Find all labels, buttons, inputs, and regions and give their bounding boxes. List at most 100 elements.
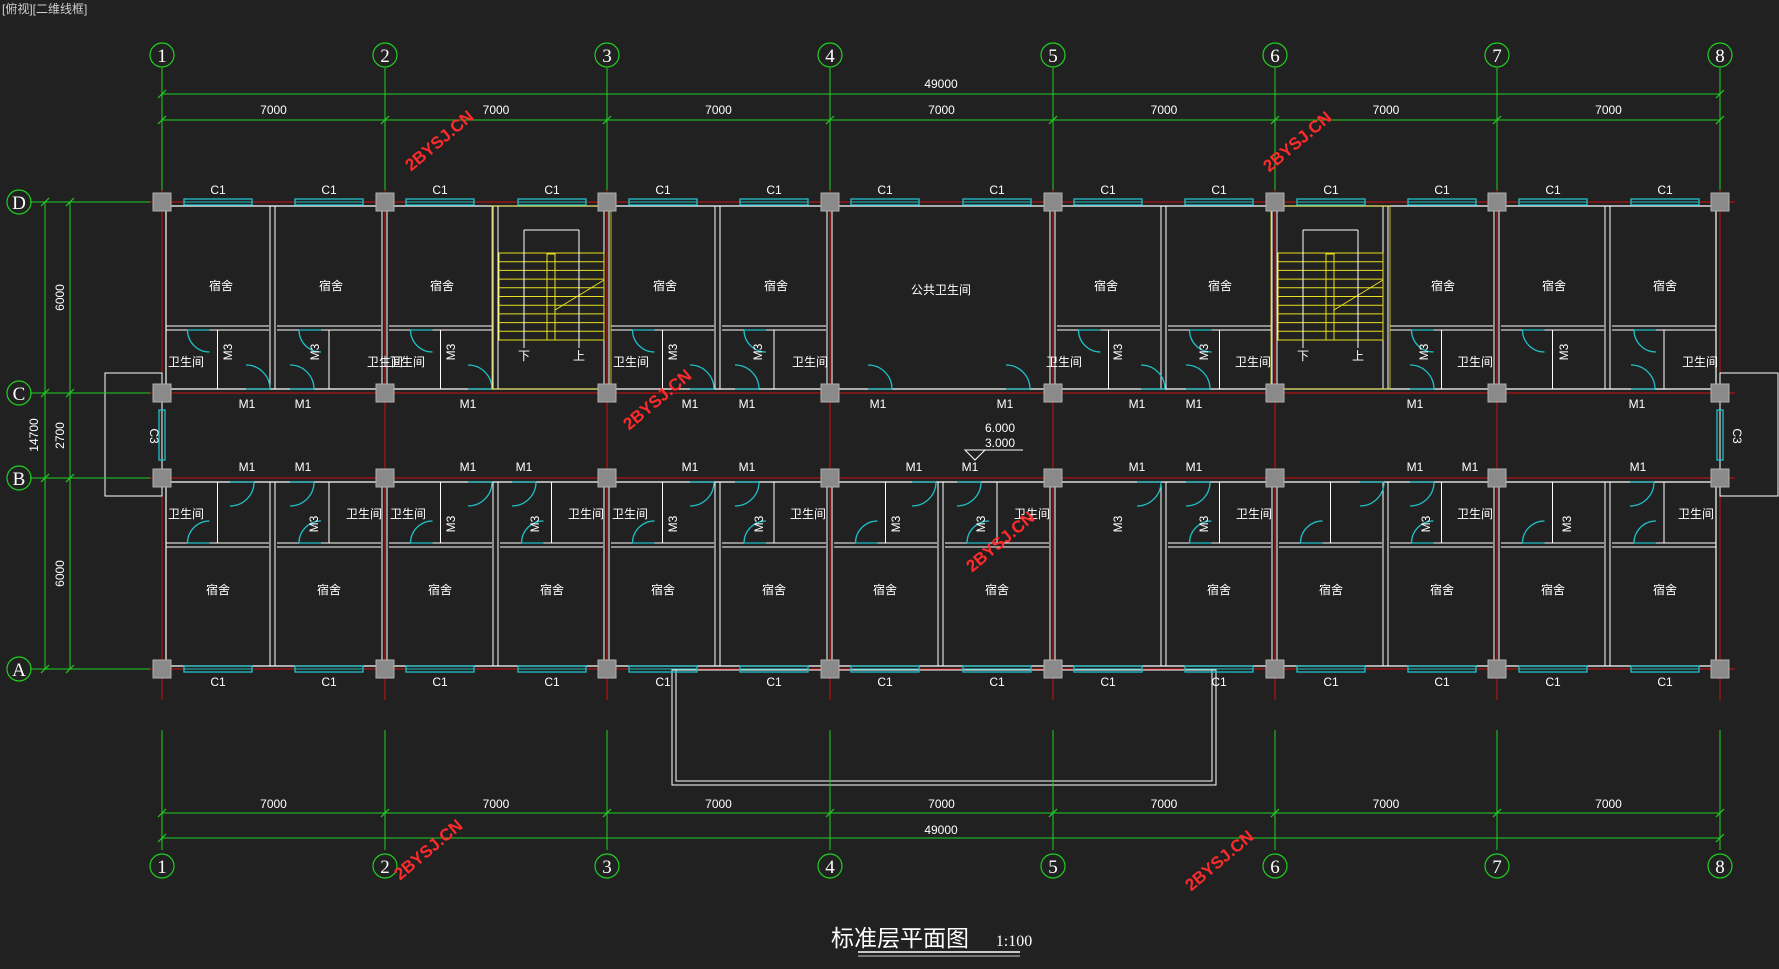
dimension-text: 7000 [1595,797,1622,811]
column [820,659,840,679]
door-m1-label: M1 [682,460,699,474]
door-m3-label: M3 [1197,343,1211,360]
door-m1 [1136,481,1162,507]
door-m1 [1409,481,1435,507]
axis-bubble [1707,853,1733,879]
column [1487,659,1507,679]
room-label-dorm: 宿舍 [1430,582,1454,597]
dimension-text-left: 6000 [53,284,67,311]
axis-label-4: 4 [825,857,835,878]
axis-bubble [817,42,843,68]
window-c1-label: C1 [877,183,893,197]
column [1710,192,1730,212]
axis-label-B: B [13,469,26,490]
entrance-canopy-inner [675,669,1213,782]
viewport-label[interactable]: [俯视][二维线框] [2,2,88,16]
door-m3-label: M3 [1111,515,1125,532]
door-m1-label: M1 [1186,397,1203,411]
room-label-dorm: 宿舍 [1541,582,1565,597]
door-m3 [1633,520,1657,544]
door-m3-label: M3 [308,343,322,360]
stair-well [1270,205,1391,390]
door-m1-label: M1 [460,397,477,411]
dimension-text: 7000 [483,797,510,811]
room-label-dorm: 宿舍 [206,582,230,597]
door-m1 [689,481,715,507]
room-label-dorm: 宿舍 [428,582,452,597]
dimension-text: 7000 [1373,103,1400,117]
column [375,192,395,212]
stair-well [491,205,612,390]
dimension-text-left: 2700 [53,422,67,449]
door-m3 [1521,329,1545,353]
door-m3 [409,329,433,353]
column [820,383,840,403]
column [1043,192,1063,212]
window-c1-label: C1 [432,675,448,689]
room-label-dorm: 宿舍 [1207,582,1231,597]
axis-bubble [594,42,620,68]
dimension-lines [6,42,1733,879]
door-m1-label: M1 [1186,460,1203,474]
room-label-toilet: 卫生间 [168,507,204,521]
door-m3-label: M3 [528,515,542,532]
dimension-text: 7000 [1151,797,1178,811]
door-m3 [298,520,322,544]
room-label-dorm: 宿舍 [1431,278,1455,293]
dimension-text: 7000 [260,103,287,117]
axis-bubble [1707,42,1733,68]
door-m1-label: M1 [997,397,1014,411]
column [597,383,617,403]
axis-label-6: 6 [1270,46,1280,67]
watermark: 2BYSJ.CN [402,107,478,175]
door-m1-label: M1 [1462,460,1479,474]
column [820,468,840,488]
door-m1 [734,364,760,390]
room-label-toilet: 卫生间 [612,507,648,521]
axis-bubble [1484,853,1510,879]
door-m3-label: M3 [307,515,321,532]
axis-label-4: 4 [825,46,835,67]
door-m3 [1299,520,1323,544]
room-label-dorm: 宿舍 [209,278,233,293]
axis-label-1: 1 [157,857,167,878]
title-scale: 1:100 [996,933,1032,950]
room-label-toilet: 卫生间 [1682,355,1718,369]
door-m1 [245,364,271,390]
window-c1-label: C1 [1434,675,1450,689]
axis-label-A: A [12,660,26,681]
axis-label-3: 3 [602,46,612,67]
door-m1-label: M1 [739,397,756,411]
room-label-dorm: 宿舍 [764,278,788,293]
door-m1 [1005,364,1031,390]
column [1710,383,1730,403]
door-m3 [631,329,655,353]
dimension-text: 7000 [928,797,955,811]
window-c3-west [158,409,166,461]
dimension-text: 7000 [483,103,510,117]
dim-tick [65,664,75,674]
door-m1-label: M1 [1129,397,1146,411]
watermark: 2BYSJ.CN [1182,827,1258,895]
windows [158,198,1724,673]
door-m1 [511,481,537,507]
door-m3 [1521,520,1545,544]
room-label-toilet: 卫生间 [792,355,828,369]
door-m3 [1410,329,1434,353]
room-label-toilet: 卫生间 [389,355,425,369]
door-m3 [1188,329,1212,353]
axis-label-1: 1 [157,46,167,67]
dim-tick [65,473,75,483]
door-m1 [734,481,760,507]
window-c1-label: C1 [1434,183,1450,197]
axis-label-6: 6 [1270,857,1280,878]
axis-bubble [817,853,843,879]
door-m3-label: M3 [1557,343,1571,360]
axis-label-7: 7 [1492,857,1502,878]
room-label-toilet: 卫生间 [1678,507,1714,521]
door-m1 [1185,481,1211,507]
entrance-canopy [671,669,1217,786]
column [1043,659,1063,679]
